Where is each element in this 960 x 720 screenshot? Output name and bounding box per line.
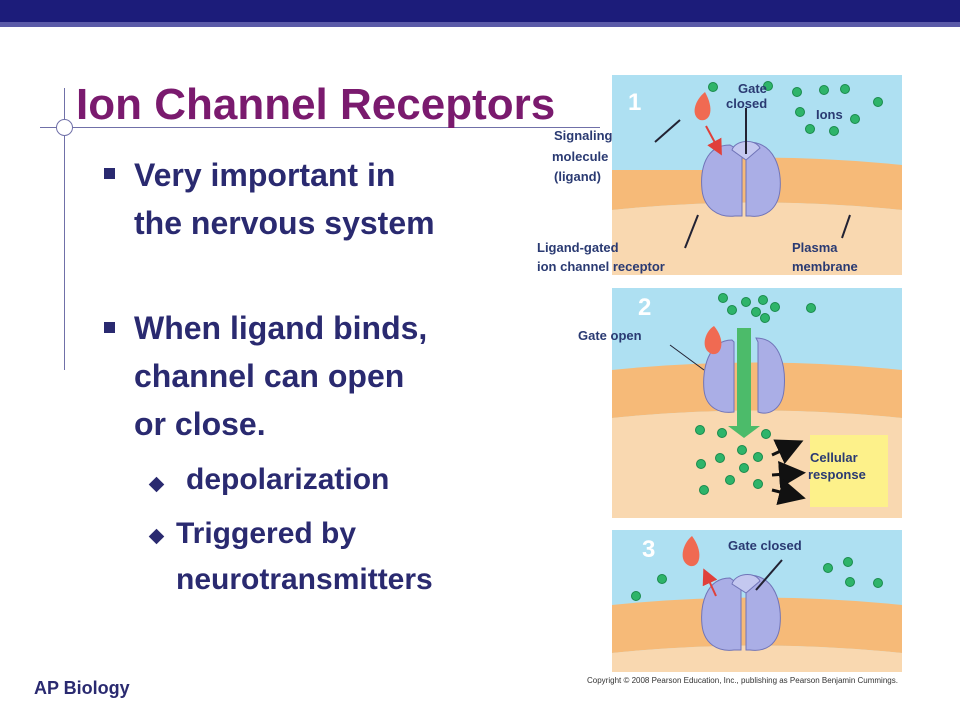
- top-title-bar: [0, 0, 960, 22]
- bullet-square-icon: [104, 322, 115, 333]
- panel-3-ligand: [682, 536, 700, 567]
- bullet-2-line-1: When ligand binds,: [134, 310, 428, 346]
- panel-2-gate-label: Gate open: [578, 328, 642, 343]
- panel-1: 1 Gate closed Ions Signaling molecule (l…: [537, 75, 902, 275]
- panel-1-number: 1: [628, 89, 641, 116]
- panel-2-channel-protein: [703, 337, 785, 414]
- panel-1-signal-label-2: molecule: [552, 149, 608, 164]
- panel-1-ions: [708, 81, 883, 136]
- bullet-square-icon: [104, 168, 115, 179]
- footer-label: AP Biology: [34, 678, 130, 698]
- bullet-diamond-icon: [148, 528, 165, 545]
- bullet-diamond-icon: [148, 476, 165, 493]
- copyright-notice: Copyright © 2008 Pearson Education, Inc.…: [587, 676, 898, 685]
- top-accent-bar: [0, 22, 960, 27]
- panel-2-response-box: [810, 435, 888, 507]
- crosshair-circle-icon: [56, 119, 73, 136]
- panel-1-receptor-label-2: ion channel receptor: [537, 259, 665, 274]
- panel-1-receptor-label-1: Ligand-gated: [537, 240, 619, 255]
- panel-1-signal-label-3: (ligand): [554, 169, 601, 184]
- panel-2-membrane: [612, 362, 902, 418]
- panel-2-ion-flow-arrow: [737, 328, 751, 428]
- bullet-1-line-1: Very important in: [134, 157, 396, 193]
- panel-2-response-label-2: response: [808, 467, 866, 482]
- panel-3-ions: [631, 557, 883, 601]
- panel-2-response-label-1: Cellular: [810, 450, 858, 465]
- vertical-rule: [64, 88, 65, 370]
- panel-1-membrane-label-2: membrane: [792, 259, 858, 274]
- panel-1-gate-label-1: Gate: [738, 81, 767, 96]
- bullet-1-line-2: the nervous system: [134, 205, 435, 241]
- panel-1-ligand: [694, 92, 711, 121]
- panel-2-response-arrows: [771, 439, 806, 506]
- subbullet-1-line-1: depolarization: [186, 463, 390, 496]
- panel-2-number: 2: [638, 294, 651, 321]
- subbullet-2-line-2: neurotransmitters: [176, 563, 433, 596]
- bullet-2-line-3: or close.: [134, 406, 266, 442]
- panel-3-number: 3: [642, 536, 655, 563]
- panel-1-signal-label-1: Signaling: [554, 128, 613, 143]
- bullet-2-line-2: channel can open: [134, 358, 405, 394]
- ion-channel-figure: 1 Gate closed Ions Signaling molecule (l…: [537, 75, 902, 685]
- panel-3-cytoplasm: [612, 645, 902, 672]
- panel-3-gate-label: Gate closed: [728, 538, 802, 553]
- panel-2-ions: [695, 293, 816, 495]
- slide-title: Ion Channel Receptors: [76, 80, 556, 129]
- horizontal-rule: [40, 127, 600, 128]
- panel-1-channel-protein: [701, 141, 781, 217]
- panel-1-gate-label-2: closed: [726, 96, 767, 111]
- panel-1-ions-label: Ions: [816, 107, 843, 122]
- panel-2-ligand: [704, 326, 722, 355]
- panel-1-cytoplasm: [612, 202, 902, 275]
- panel-3: 3 Gate closed: [612, 530, 902, 672]
- panel-3-channel-protein: [701, 574, 781, 651]
- panel-2: 2 Gate open Cellular response: [578, 288, 902, 518]
- subbullet-2-line-1: Triggered by: [176, 517, 357, 550]
- panel-1-membrane-label-1: Plasma: [792, 240, 838, 255]
